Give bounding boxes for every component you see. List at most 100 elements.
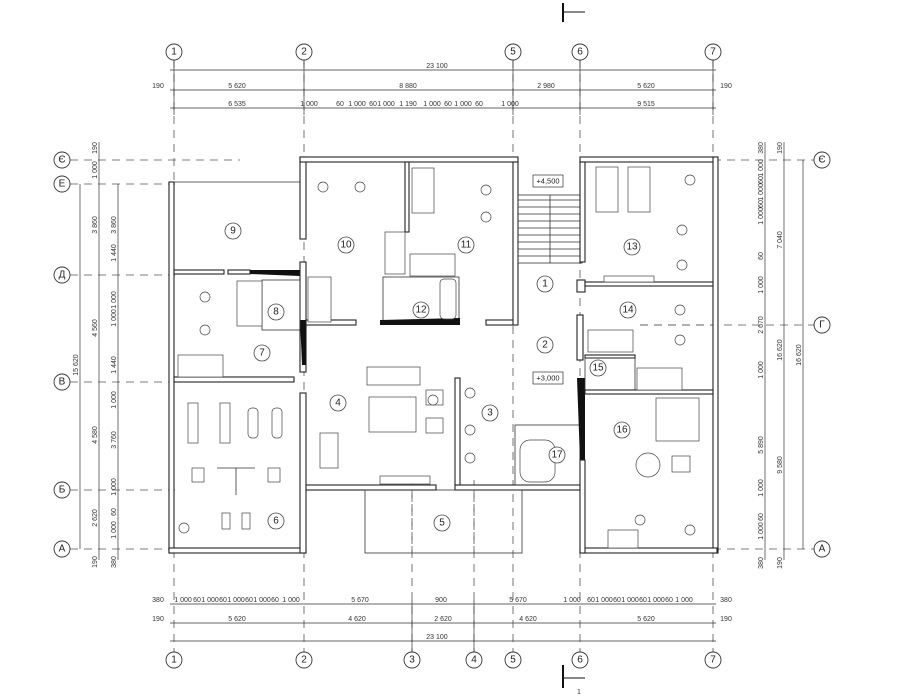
room-number-11: 11: [461, 240, 472, 251]
exercise-bike: [247, 407, 259, 439]
bathtub: [439, 278, 457, 320]
chair: [676, 259, 688, 271]
axis-bubble-В: [53, 373, 71, 391]
dim-text-left_axes: 4 580: [92, 426, 99, 444]
tv-unit: [603, 275, 655, 283]
level-mark-upper: +4,500: [532, 174, 564, 188]
dim-text-bottom_openings: 60: [613, 597, 621, 604]
dim-text-top_openings: 9 515: [637, 101, 655, 108]
dim-text-left_axes: 4 560: [92, 319, 99, 337]
dim-text-right_openings: 1 000: [758, 276, 765, 294]
dim-text-top_openings: 1 000: [300, 101, 318, 108]
room-number-8: 8: [273, 307, 279, 318]
dim-text-bottom_openings: 60: [639, 597, 647, 604]
dim-text-right_openings: 2 670: [758, 316, 765, 334]
dim-text-bottom_openings: 1 000: [563, 597, 581, 604]
room-number-13: 13: [626, 242, 638, 253]
axis-bubble-А: [53, 540, 71, 558]
furniture: [177, 166, 700, 549]
bed: [307, 276, 332, 323]
dim-text-right_openings: 380: [758, 142, 765, 154]
dim-text-bottom_openings: 1 000: [282, 597, 300, 604]
room-number-2: 2: [542, 340, 548, 351]
walls: [168, 156, 719, 554]
chairs: [178, 174, 696, 536]
dim-text-right_openings: 1 000: [758, 522, 765, 540]
room-marker-10: [337, 236, 355, 254]
dim-text-bottom_openings: 5 670: [351, 597, 369, 604]
bed: [409, 253, 456, 277]
chair: [354, 181, 366, 193]
dim-text-bottom_openings: 1 000: [675, 597, 693, 604]
bed: [627, 166, 651, 213]
chair: [317, 181, 329, 193]
dim-text-top_openings: 1 000: [377, 101, 395, 108]
chair: [178, 522, 190, 534]
dim-text-top_openings: 1 000: [348, 101, 366, 108]
sofa: [366, 366, 421, 386]
dim-text-right_overall: 16 620: [796, 344, 803, 366]
room-marker-15: [589, 359, 607, 377]
table: [319, 432, 339, 469]
axis-bubble-5: [504, 651, 522, 669]
room-number-6: 6: [273, 516, 279, 527]
dim-text-right_openings: 1 000: [758, 479, 765, 497]
dim-text-top_axes: 190: [720, 83, 732, 90]
gym-bench: [241, 512, 251, 530]
room-number-17: 17: [551, 450, 563, 461]
chair: [684, 524, 696, 536]
section-mark-top: [562, 3, 585, 22]
axis-label-1: 1: [171, 655, 177, 666]
dim-text-bottom_openings: 1 000: [621, 597, 639, 604]
dim-text-bottom_openings: 60: [587, 597, 595, 604]
axis-label-Д: Д: [59, 270, 66, 281]
dim-text-top_axes: 5 620: [637, 83, 655, 90]
axis-bubble-Д: [53, 266, 71, 284]
dim-text-right_openings: 1 000: [758, 207, 765, 225]
bed: [595, 166, 619, 213]
axis-label-А: А: [59, 544, 66, 555]
dim-text-left_openings: 1 440: [111, 356, 118, 374]
axis-label-4: 4: [471, 655, 477, 666]
dim-text-left_openings: 3 760: [111, 431, 118, 449]
dim-text-top_openings: 1 000: [501, 101, 519, 108]
dim-text-right_openings: 60: [758, 513, 765, 521]
dim-text-bottom_overall: 23 100: [426, 634, 448, 641]
dim-text-bottom_axes: 190: [720, 616, 732, 623]
chair: [480, 184, 492, 196]
dim-text-bottom_openings: 1 000: [227, 597, 245, 604]
dim-text-top_axes: 190: [152, 83, 164, 90]
axis-bubble-right-Є: [813, 151, 831, 169]
axis-label-5: 5: [510, 47, 516, 58]
room-marker-1: [536, 275, 554, 293]
axis-label-Є: Є: [58, 155, 65, 166]
dim-text-bottom_openings: 900: [435, 597, 447, 604]
axis-label-6: 6: [577, 47, 583, 58]
desk: [607, 529, 639, 549]
section-mark-bottom: 1: [562, 665, 585, 696]
chair: [464, 452, 476, 464]
dim-text-bottom_axes: 4 620: [519, 616, 537, 623]
room-marker-3: [481, 404, 499, 422]
dim-text-right_openings: 60: [758, 252, 765, 260]
dim-text-left_openings: 380: [111, 556, 118, 568]
axis-bubble-6: [571, 651, 589, 669]
dim-text-left_openings: 1 000: [111, 291, 118, 309]
dim-text-right_openings: 60: [758, 176, 765, 184]
room-number-4: 4: [335, 398, 341, 409]
dim-text-bottom_openings: 1 000: [201, 597, 219, 604]
dim-text-top_openings: 60: [369, 101, 377, 108]
dim-text-bottom_openings: 1 000: [595, 597, 613, 604]
axis-label-В: В: [59, 377, 66, 388]
dim-text-left_axes: 1 000: [92, 161, 99, 179]
dim-text-bottom_openings: 60: [245, 597, 253, 604]
dim-text-bottom_axes: 2 620: [434, 616, 452, 623]
dim-text-bottom_openings: 60: [219, 597, 227, 604]
gym-bench: [221, 512, 231, 530]
dim-text-top_openings: 1 000: [454, 101, 472, 108]
bed: [236, 280, 263, 327]
dim-text-top_openings: 1 000: [423, 101, 441, 108]
